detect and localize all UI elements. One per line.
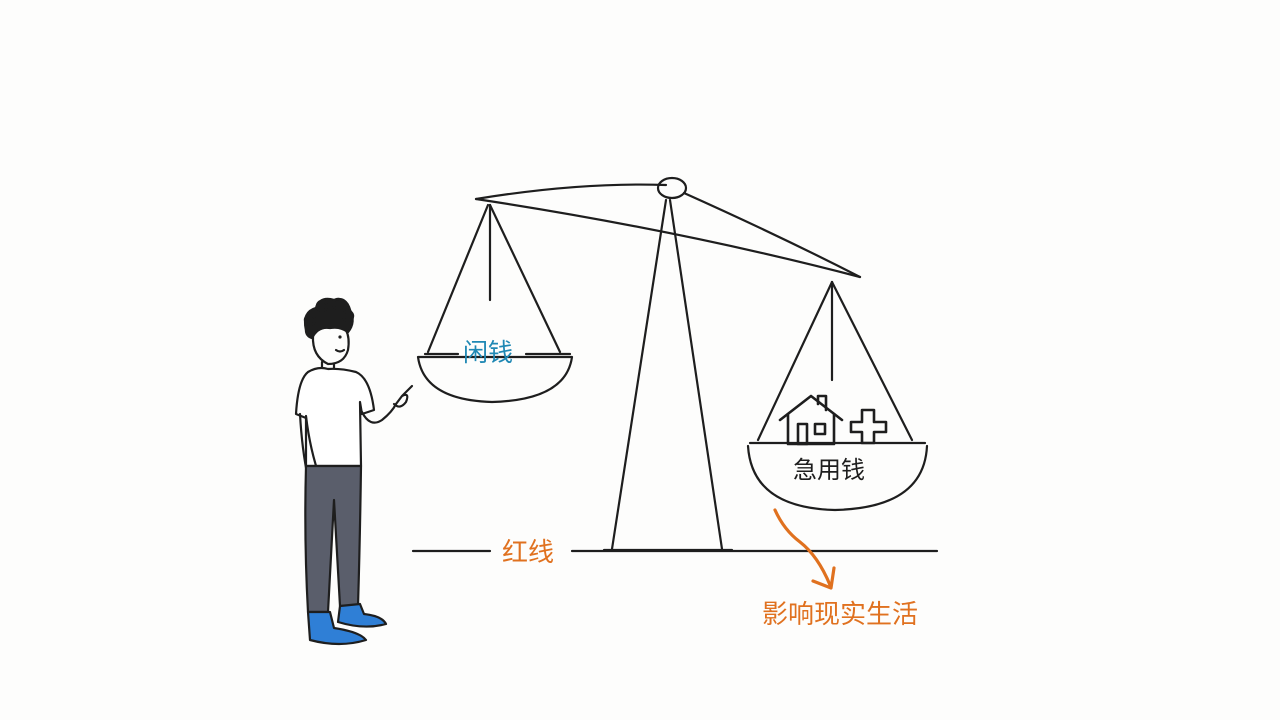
curved-arrow-icon: [773, 508, 836, 590]
idle-money-label: 闲钱: [463, 338, 514, 367]
pointing-hand-icon: [392, 384, 414, 408]
person-face: [311, 328, 350, 366]
medical-cross-icon: [849, 408, 888, 445]
person-shoe-left: [306, 610, 368, 646]
person-shoe-right: [336, 602, 388, 628]
house-icon: [778, 394, 844, 446]
beam-pivot: [656, 176, 688, 200]
red-line-label: 红线: [502, 538, 555, 568]
emergency-money-label: 急用钱: [793, 456, 865, 484]
person-figure: [294, 297, 414, 646]
person-shirt: [294, 366, 376, 468]
person-pants: [304, 464, 363, 614]
scale-stand: [602, 198, 734, 552]
right-pan: [746, 280, 929, 512]
scale-beam: [474, 176, 862, 279]
left-pan: [416, 203, 574, 404]
impact-label: 影响现实生活: [762, 600, 919, 630]
